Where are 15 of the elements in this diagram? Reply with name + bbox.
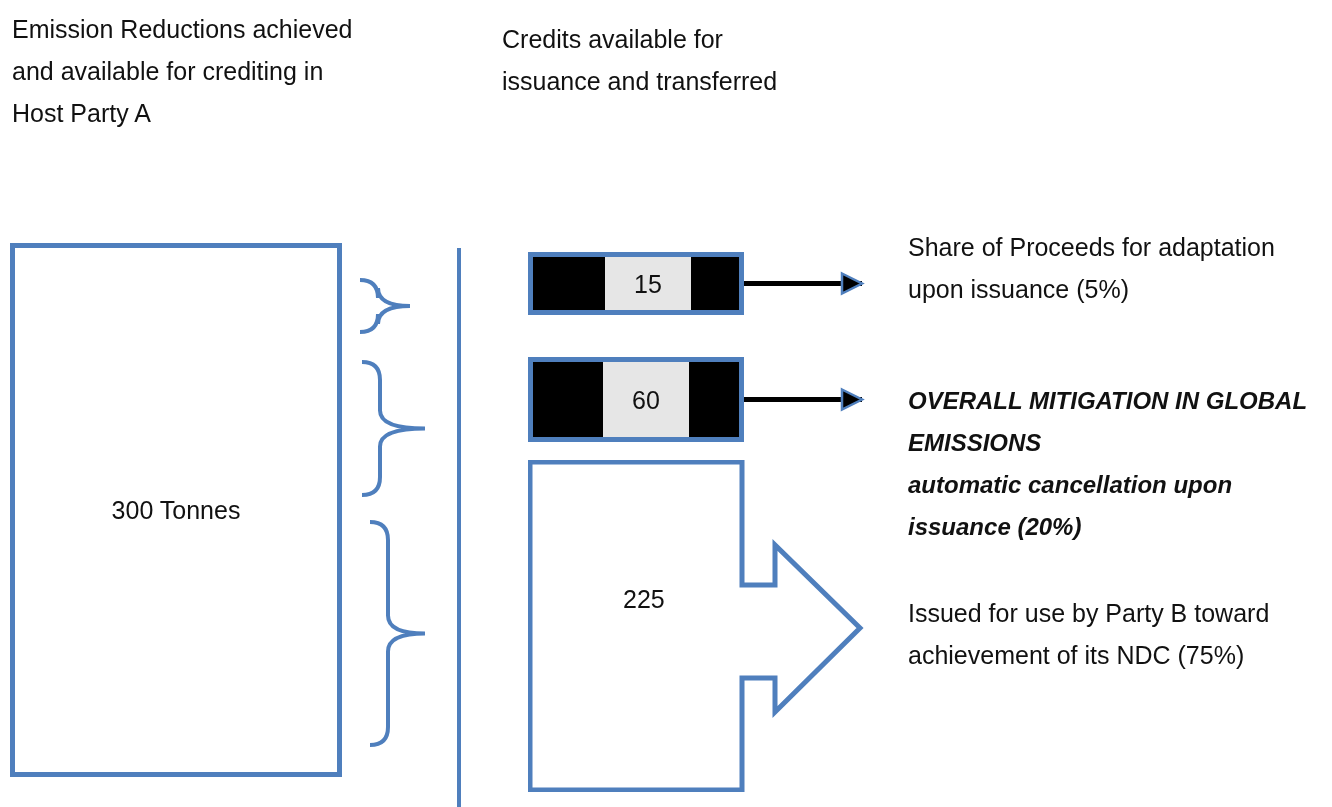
arrow <box>744 272 864 295</box>
outcome-text: automatic cancellation upon issuance (20%) <box>908 470 1234 542</box>
outcome-text: Issued for use by Party B toward achievement of its NDC (75%) <box>908 598 1271 671</box>
value-label: 60 <box>603 362 689 437</box>
credit-bar <box>528 252 744 315</box>
quantity-label: 300 Tonnes <box>111 495 241 526</box>
value-label: 15 <box>605 257 691 310</box>
heading-text: Credits available for issuance and transferred <box>502 24 779 97</box>
credit-bar <box>528 357 744 442</box>
arrow <box>744 388 864 411</box>
heading-text: Emission Reductions achieved and available for crediting in Host Party A <box>12 14 354 129</box>
block-arrow-shape <box>528 460 864 792</box>
outcome-text: Share of Proceeds for adaptation upon issuance (5%) <box>908 232 1276 305</box>
value-label: 225 <box>623 584 665 615</box>
quantity-box <box>10 243 342 777</box>
